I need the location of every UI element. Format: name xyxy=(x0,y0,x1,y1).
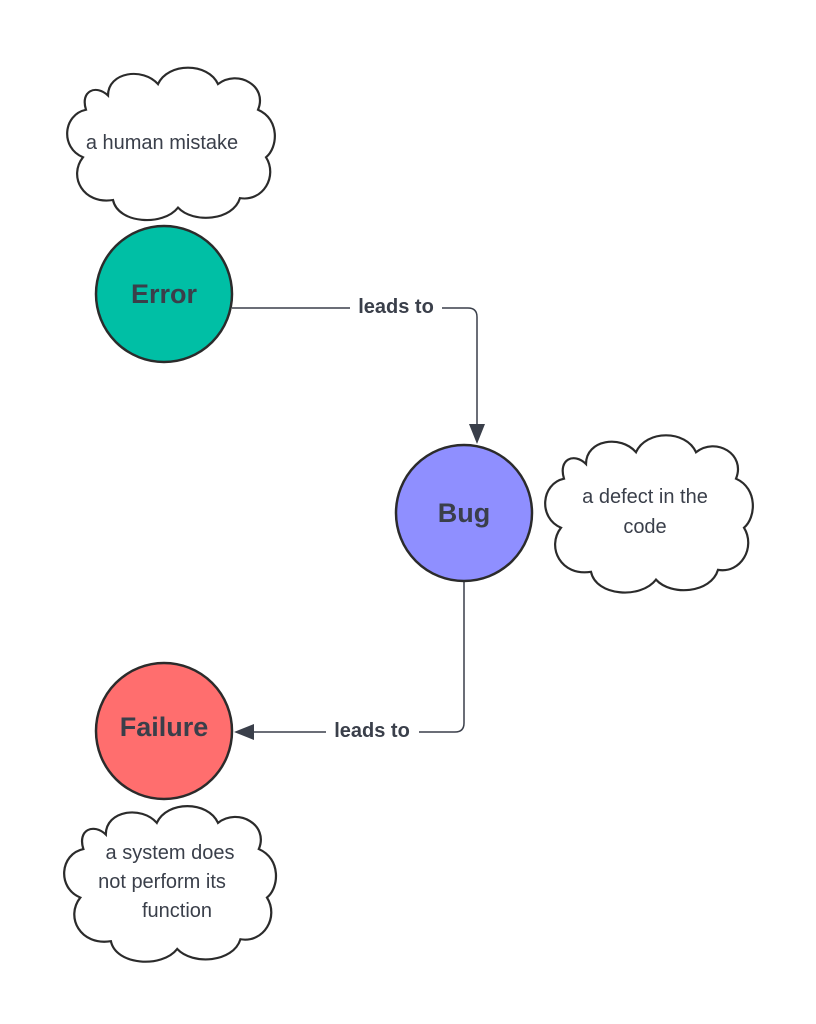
note-text: a system does xyxy=(106,842,235,864)
node-failure[interactable]: Failure xyxy=(94,661,234,801)
note-cloud-error[interactable]: a human mistake xyxy=(66,66,276,222)
edge-label: leads to xyxy=(334,720,410,742)
edge-bug-to-failure[interactable]: leads to xyxy=(234,582,465,742)
edge-label: leads to xyxy=(358,296,434,318)
node-bug-circle xyxy=(394,443,534,583)
node-label: Bug xyxy=(438,498,490,528)
edge-error-to-bug[interactable]: leads to xyxy=(232,296,485,444)
note-text: a defect in the xyxy=(582,486,708,508)
node-label: Error xyxy=(131,279,198,309)
node-label: Failure xyxy=(120,712,209,742)
note-text: not perform its xyxy=(98,871,226,893)
arrow-head-icon xyxy=(469,424,485,444)
note-text: code xyxy=(623,516,666,538)
arrow-head-icon xyxy=(234,724,254,740)
note-text: function xyxy=(142,900,212,922)
node-error[interactable]: Error xyxy=(94,224,234,364)
node-failure-circle xyxy=(94,661,234,801)
node-error-circle xyxy=(94,224,234,364)
note-text: a human mistake xyxy=(86,132,238,154)
note-cloud-failure[interactable]: a system does not perform its function xyxy=(63,805,278,963)
note-cloud-bug[interactable]: a defect in the code xyxy=(544,434,754,594)
node-bug[interactable]: Bug xyxy=(394,443,534,583)
